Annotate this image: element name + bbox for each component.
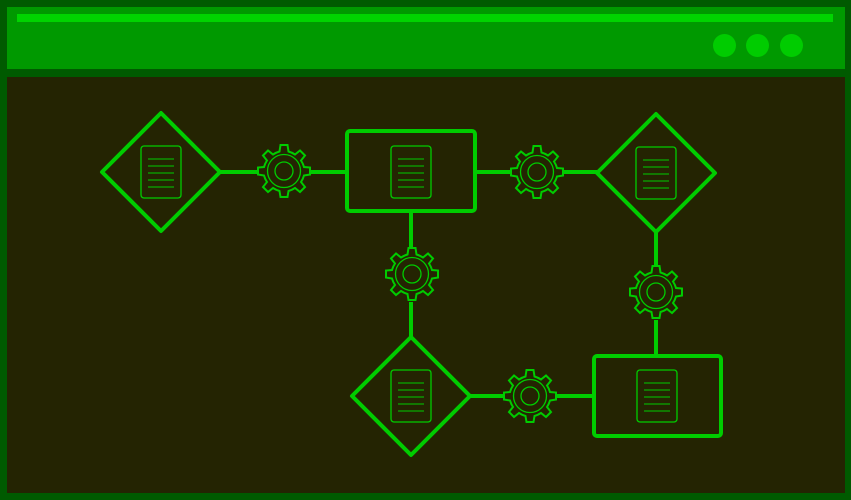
title-bar[interactable] (7, 7, 845, 69)
gear-icon[interactable] (510, 145, 564, 199)
node-process-1[interactable] (345, 129, 477, 213)
document-icon (390, 369, 432, 423)
node-start-decision[interactable] (100, 111, 222, 233)
node-decision-2[interactable] (595, 112, 717, 234)
document-icon (636, 369, 678, 423)
gear-icon[interactable] (257, 144, 311, 198)
gear-icon[interactable] (629, 265, 683, 319)
node-decision-3[interactable] (350, 335, 472, 457)
window-control-1[interactable] (713, 34, 736, 57)
document-icon (390, 145, 432, 199)
title-bar-highlight (17, 14, 833, 22)
window-control-2[interactable] (746, 34, 769, 57)
document-icon (140, 145, 182, 199)
gear-icon[interactable] (503, 369, 557, 423)
window-control-3[interactable] (780, 34, 803, 57)
document-icon (635, 146, 677, 200)
gear-icon[interactable] (385, 247, 439, 301)
connector-lines (220, 170, 658, 398)
node-process-2[interactable] (592, 354, 723, 438)
